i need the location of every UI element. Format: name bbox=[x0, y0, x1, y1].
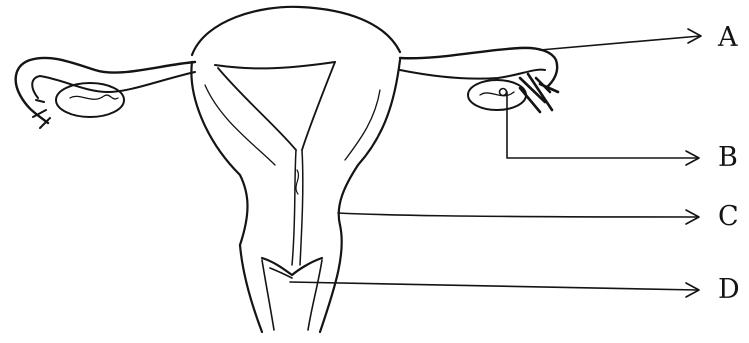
fallopian-tube-left bbox=[16, 58, 195, 128]
vagina bbox=[240, 225, 342, 332]
uterus bbox=[191, 7, 400, 245]
ovary-right bbox=[468, 80, 526, 110]
ovary-left bbox=[56, 83, 124, 117]
leader-line-a bbox=[540, 36, 700, 50]
label-c: C bbox=[718, 203, 739, 230]
uterine-cavity bbox=[215, 62, 335, 265]
label-leader-lines bbox=[290, 29, 701, 297]
label-d: D bbox=[718, 276, 740, 303]
label-b: B bbox=[718, 144, 738, 171]
label-a: A bbox=[718, 24, 738, 51]
leader-line-b bbox=[507, 92, 698, 158]
leader-line-d bbox=[290, 282, 698, 290]
fallopian-tube-right bbox=[400, 48, 558, 112]
leader-line-c bbox=[338, 213, 698, 217]
